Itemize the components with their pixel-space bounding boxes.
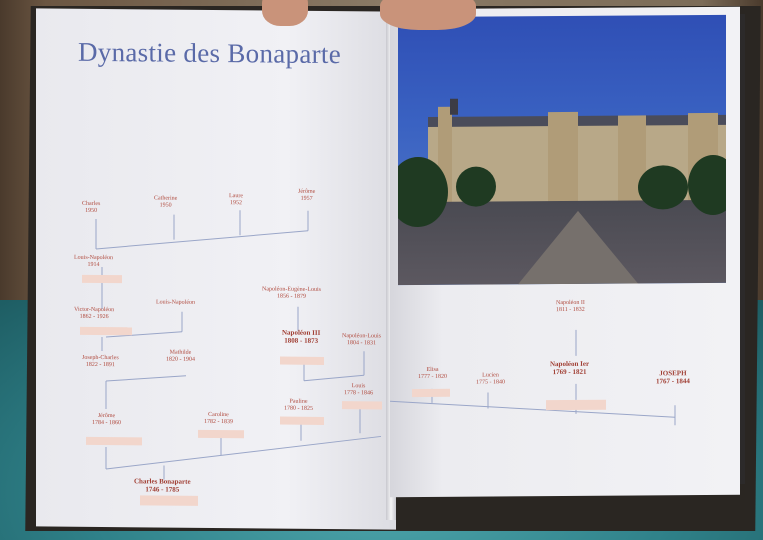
hand-thumb-left [262, 0, 308, 26]
left-page: Dynastie des Bonaparte Charl [36, 8, 396, 530]
note-louis-napoleon [82, 274, 122, 284]
note-pauline [280, 416, 324, 425]
note-louis [342, 401, 382, 410]
note-elisa [412, 388, 450, 398]
book-cover-edge [737, 14, 745, 484]
note-napoleon-ier [546, 399, 606, 411]
note-napoleon-iii [280, 356, 324, 365]
note-victor-napoleon [80, 326, 132, 336]
note-jerome [86, 436, 142, 446]
hand-fingers-right [380, 0, 476, 30]
family-tree-lines-left [95, 210, 382, 480]
person-louis-napoleon-2: Louis-Napoléon [156, 299, 195, 306]
note-charles-bonaparte [140, 495, 198, 506]
note-caroline [198, 429, 244, 439]
family-tree-lines-right [390, 329, 676, 426]
